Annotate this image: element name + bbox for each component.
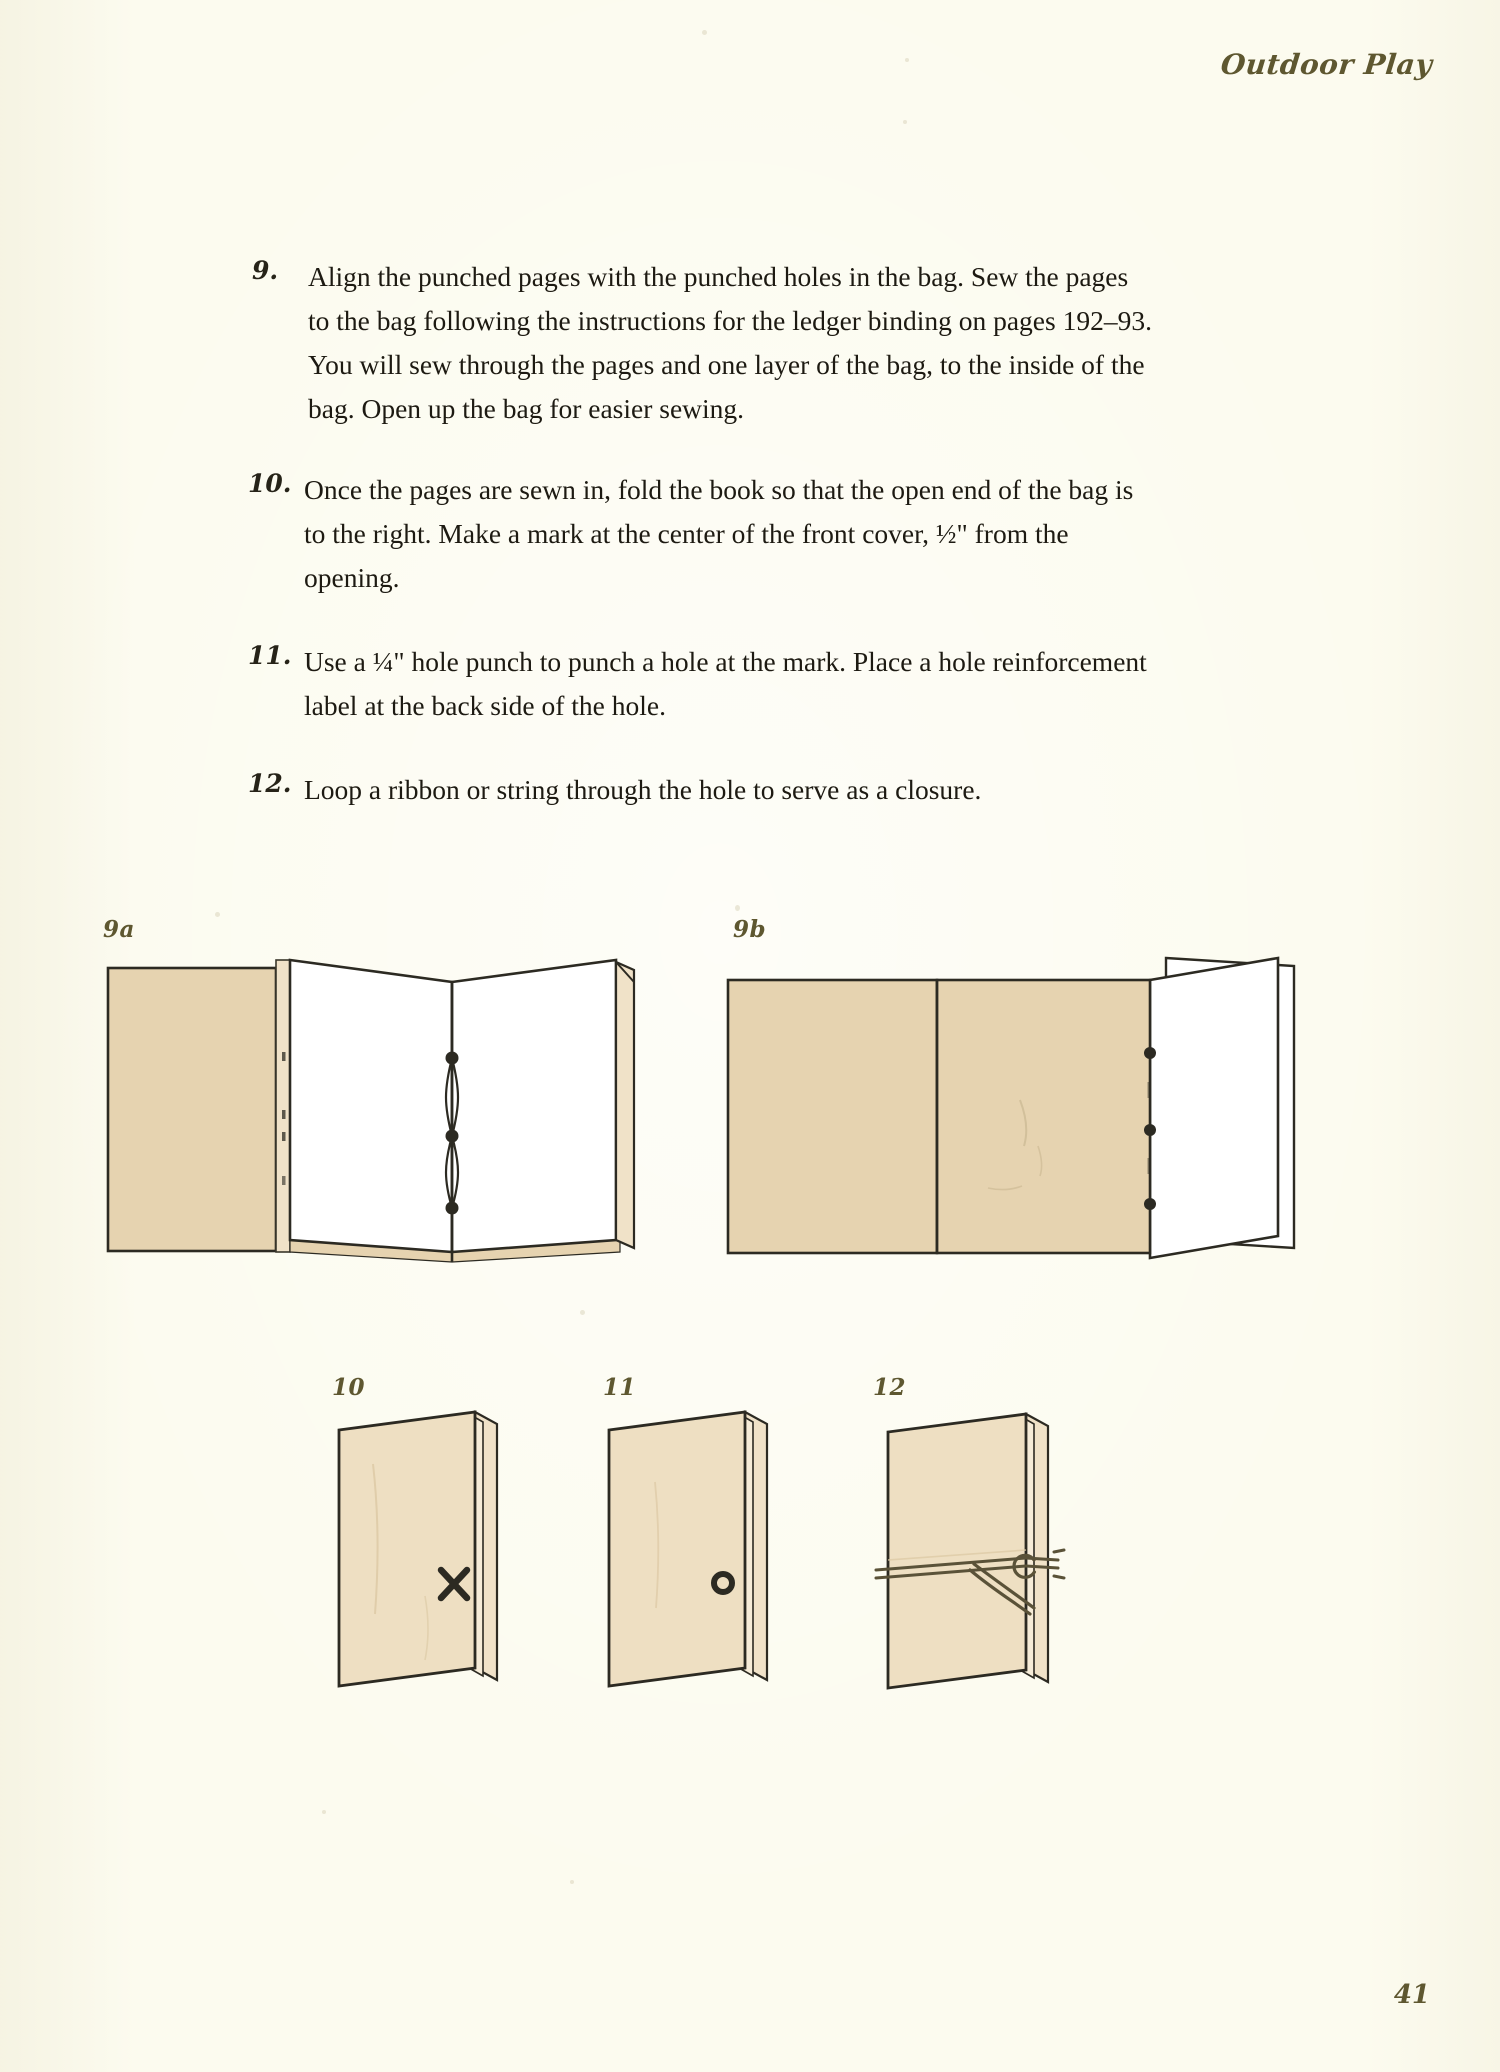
figure-label-12: 12 bbox=[873, 1374, 907, 1401]
punched-hole bbox=[711, 1571, 735, 1595]
step-number: 9. bbox=[252, 256, 279, 285]
scan-speck bbox=[702, 30, 707, 35]
stitch-knot bbox=[445, 1129, 459, 1143]
stitch-knot bbox=[1144, 1124, 1156, 1136]
instruction-step: 11. Use a ¼" hole punch to punch a hole … bbox=[248, 640, 1153, 728]
step-text: Once the pages are sewn in, fold the boo… bbox=[304, 474, 1134, 593]
step-text: Use a ¼" hole punch to punch a hole at t… bbox=[304, 646, 1147, 721]
instruction-step: 12. Loop a ribbon or string through the … bbox=[248, 768, 1153, 812]
instruction-list: 9. Align the punched pages with the punc… bbox=[248, 255, 1153, 849]
step-number: 10. bbox=[248, 469, 292, 498]
stitch-knot bbox=[1144, 1198, 1156, 1210]
scan-speck bbox=[903, 120, 907, 124]
scan-speck bbox=[570, 1880, 574, 1884]
running-head: Outdoor Play bbox=[1219, 48, 1434, 81]
page-number: 41 bbox=[1393, 1980, 1430, 2010]
figure-10 bbox=[337, 1410, 499, 1688]
scan-speck bbox=[905, 58, 909, 62]
scan-speck bbox=[322, 1810, 326, 1814]
figure-11 bbox=[607, 1410, 769, 1688]
figure-12 bbox=[874, 1412, 1066, 1690]
step-text: Align the punched pages with the punched… bbox=[308, 261, 1152, 424]
x-mark bbox=[437, 1566, 471, 1602]
scan-speck bbox=[215, 912, 220, 917]
figure-9a bbox=[106, 958, 636, 1263]
stitch-knot bbox=[1144, 1047, 1156, 1059]
figure-9b bbox=[726, 956, 1296, 1260]
stitch-knot bbox=[445, 1201, 459, 1215]
instruction-step: 9. Align the punched pages with the punc… bbox=[248, 255, 1153, 431]
scan-speck bbox=[735, 905, 740, 911]
ribbon bbox=[874, 1548, 1066, 1616]
instruction-step: 10. Once the pages are sewn in, fold the… bbox=[248, 468, 1153, 600]
scan-speck bbox=[580, 1310, 585, 1315]
step-number: 11. bbox=[248, 641, 292, 670]
stitch-knot bbox=[445, 1051, 459, 1065]
figure-label-10: 10 bbox=[332, 1374, 366, 1401]
step-number: 12. bbox=[248, 769, 292, 798]
figure-label-9b: 9b bbox=[733, 916, 767, 943]
figure-label-9a: 9a bbox=[103, 916, 135, 943]
figure-label-11: 11 bbox=[603, 1374, 637, 1401]
step-text: Loop a ribbon or string through the hole… bbox=[304, 774, 982, 805]
